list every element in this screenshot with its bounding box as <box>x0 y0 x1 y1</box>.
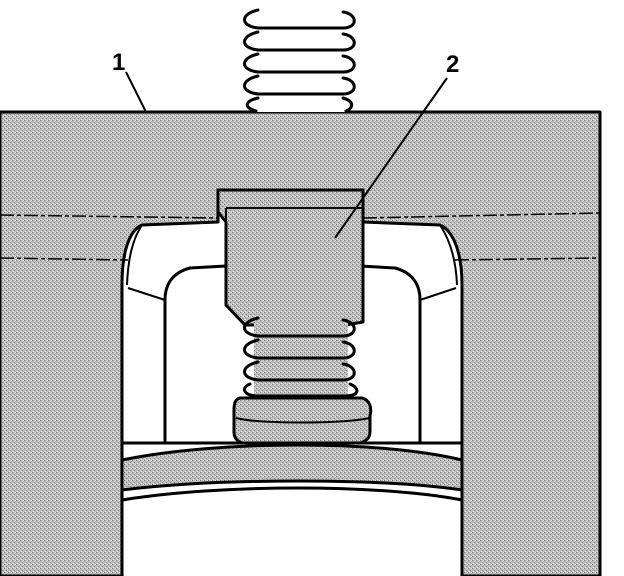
callout-1: 1 <box>112 49 125 76</box>
leader-line-2 <box>334 77 448 239</box>
lower-threaded-stud <box>243 316 359 398</box>
adapter-nut <box>216 188 365 327</box>
leader-line-1 <box>125 71 147 113</box>
lower-cylinder <box>120 441 464 576</box>
top-threaded-rod <box>243 0 356 113</box>
stud-base <box>232 396 373 446</box>
callout-2: 2 <box>446 51 459 78</box>
